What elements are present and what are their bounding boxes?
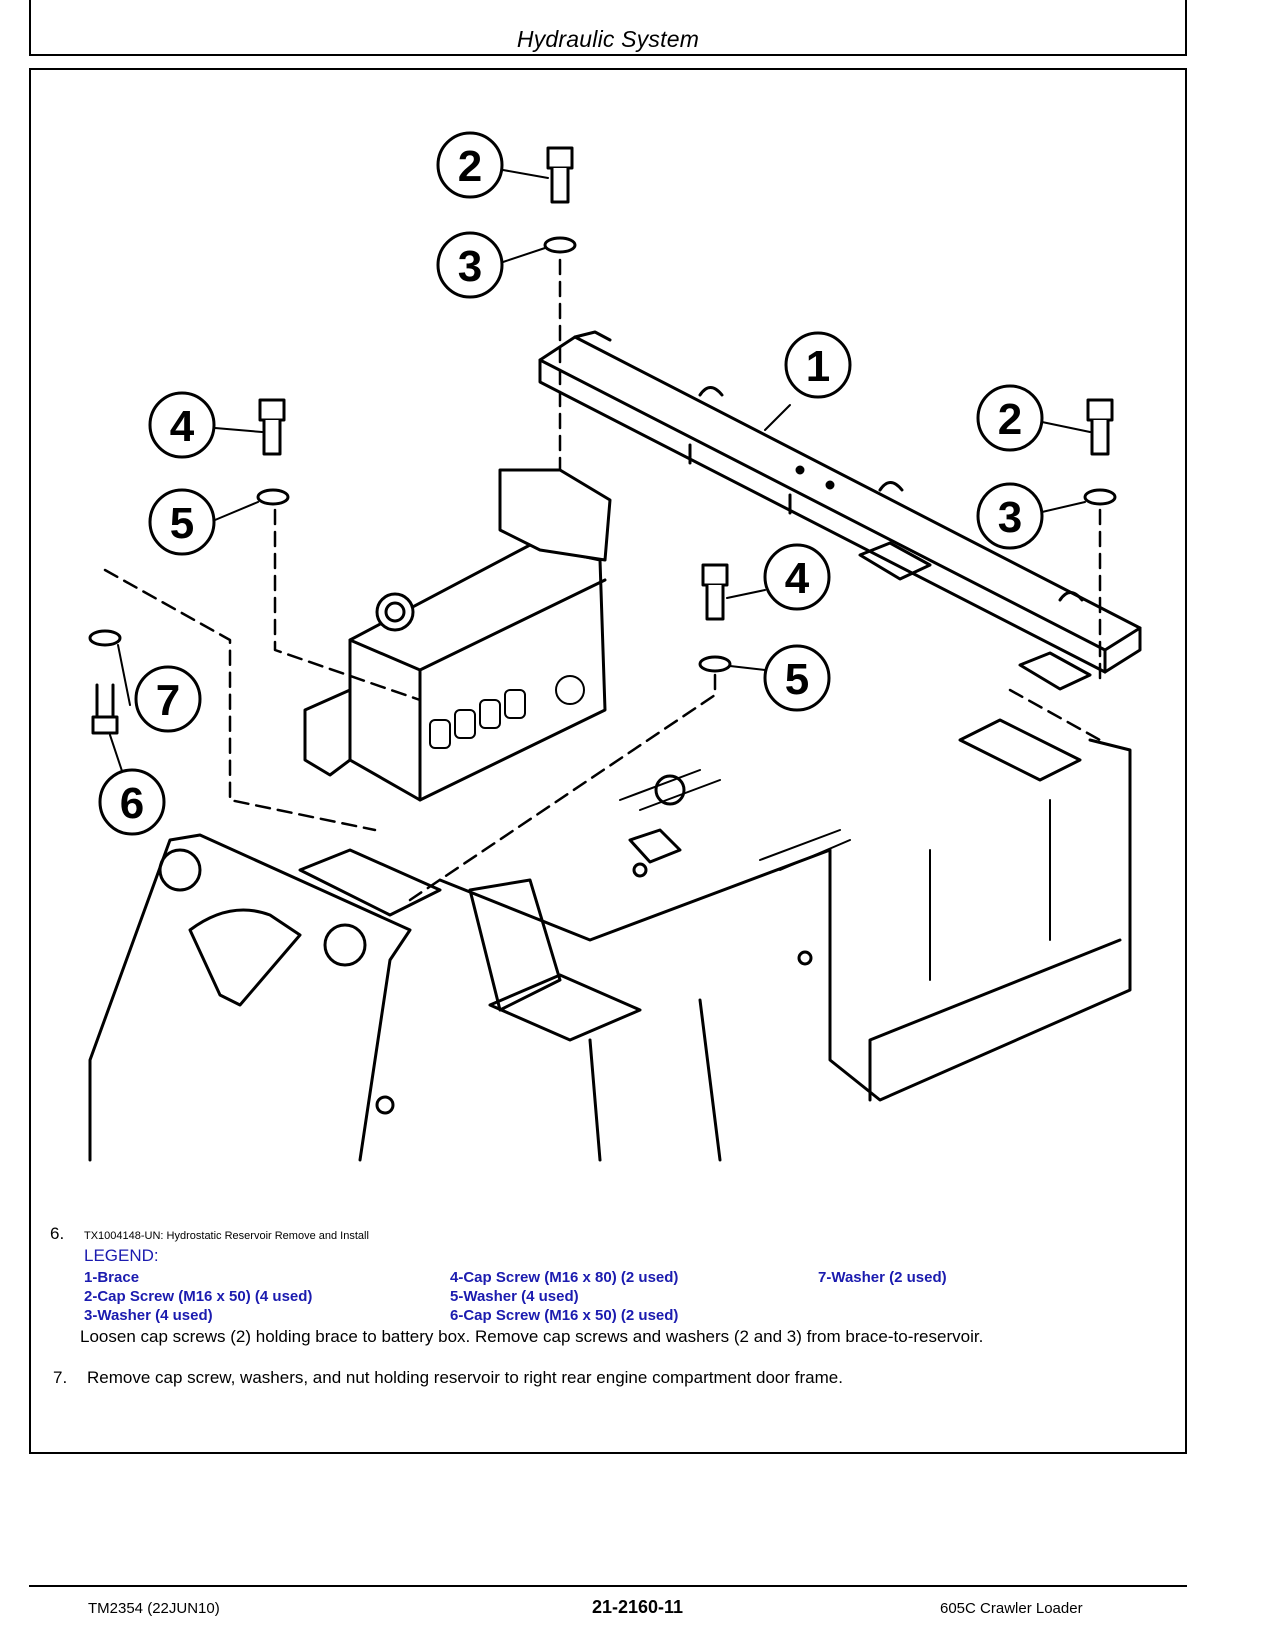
legend-item-cap-screw-2: 2-Cap Screw (M16 x 50) (4 used) [84, 1288, 313, 1305]
svg-text:7: 7 [156, 676, 180, 725]
callout-5-left: 5 [148, 488, 216, 556]
cap-screw-4-center [701, 563, 729, 621]
washer-5-left [256, 488, 290, 506]
svg-text:1: 1 [806, 342, 830, 391]
cap-screw-2-top [546, 146, 574, 204]
callout-2-top: 2 [436, 131, 504, 199]
callout-3-top: 3 [436, 231, 504, 299]
svg-text:2: 2 [458, 142, 482, 191]
figure-caption: TX1004148-UN: Hydrostatic Reservoir Remo… [84, 1230, 369, 1242]
footer-manual-id: TM2354 (22JUN10) [88, 1600, 220, 1617]
cap-screw-2-right [1086, 398, 1114, 456]
legend-item-washer-5: 5-Washer (4 used) [450, 1288, 579, 1305]
legend-item-cap-screw-6: 6-Cap Screw (M16 x 50) (2 used) [450, 1307, 679, 1324]
assembly-lines [103, 258, 1102, 902]
legend-item-washer-7: 7-Washer (2 used) [818, 1269, 947, 1286]
leader-lines [109, 169, 1091, 796]
hydrostatic-reservoir-exploded-diagram: 1 2 2 3 3 4 4 5 5 6 7 [88, 131, 1142, 1162]
svg-text:4: 4 [170, 402, 195, 451]
footer-machine-model: 605C Crawler Loader [940, 1600, 1083, 1617]
cap-screw-4-left [258, 398, 286, 456]
svg-text:5: 5 [785, 655, 809, 704]
callout-3-right: 3 [976, 482, 1044, 550]
washer-3-right [1083, 488, 1117, 506]
svg-text:6: 6 [120, 779, 144, 828]
chassis-frame [88, 718, 1132, 1162]
washer-7 [88, 629, 122, 647]
step-7-number: 7. [53, 1368, 68, 1387]
legend-item-cap-screw-4: 4-Cap Screw (M16 x 80) (2 used) [450, 1269, 679, 1286]
header-frame: Hydraulic System [29, 0, 1187, 56]
step-6-text: Loosen cap screws (2) holding brace to b… [80, 1327, 984, 1346]
svg-text:4: 4 [785, 554, 810, 603]
callout-4-left: 4 [148, 391, 216, 459]
footer-rule [29, 1585, 1187, 1587]
svg-text:2: 2 [998, 395, 1022, 444]
section-title: Hydraulic System [516, 26, 700, 52]
callout-1: 1 [784, 331, 852, 399]
brace-part [538, 330, 1142, 691]
legend-title: LEGEND: [84, 1246, 159, 1265]
washer-3-top [543, 236, 577, 254]
callout-7: 7 [134, 665, 202, 733]
washer-5-center [698, 655, 732, 673]
footer-page-number: 21-2160-11 [591, 1597, 684, 1617]
cap-screw-6 [91, 683, 119, 735]
reservoir-part [303, 468, 612, 802]
step-6-number: 6. [50, 1224, 65, 1243]
legend-item-brace: 1-Brace [84, 1269, 140, 1286]
legend-item-washer-3: 3-Washer (4 used) [84, 1307, 213, 1324]
svg-text:3: 3 [998, 493, 1022, 542]
callout-4-center: 4 [763, 543, 831, 611]
callout-6: 6 [98, 768, 166, 836]
callout-5-center: 5 [763, 644, 831, 712]
svg-text:5: 5 [170, 499, 194, 548]
svg-text:3: 3 [458, 242, 482, 291]
content-frame [29, 68, 1187, 1454]
callout-2-right: 2 [976, 384, 1044, 452]
step-7-text: Remove cap screw, washers, and nut holdi… [87, 1368, 843, 1387]
